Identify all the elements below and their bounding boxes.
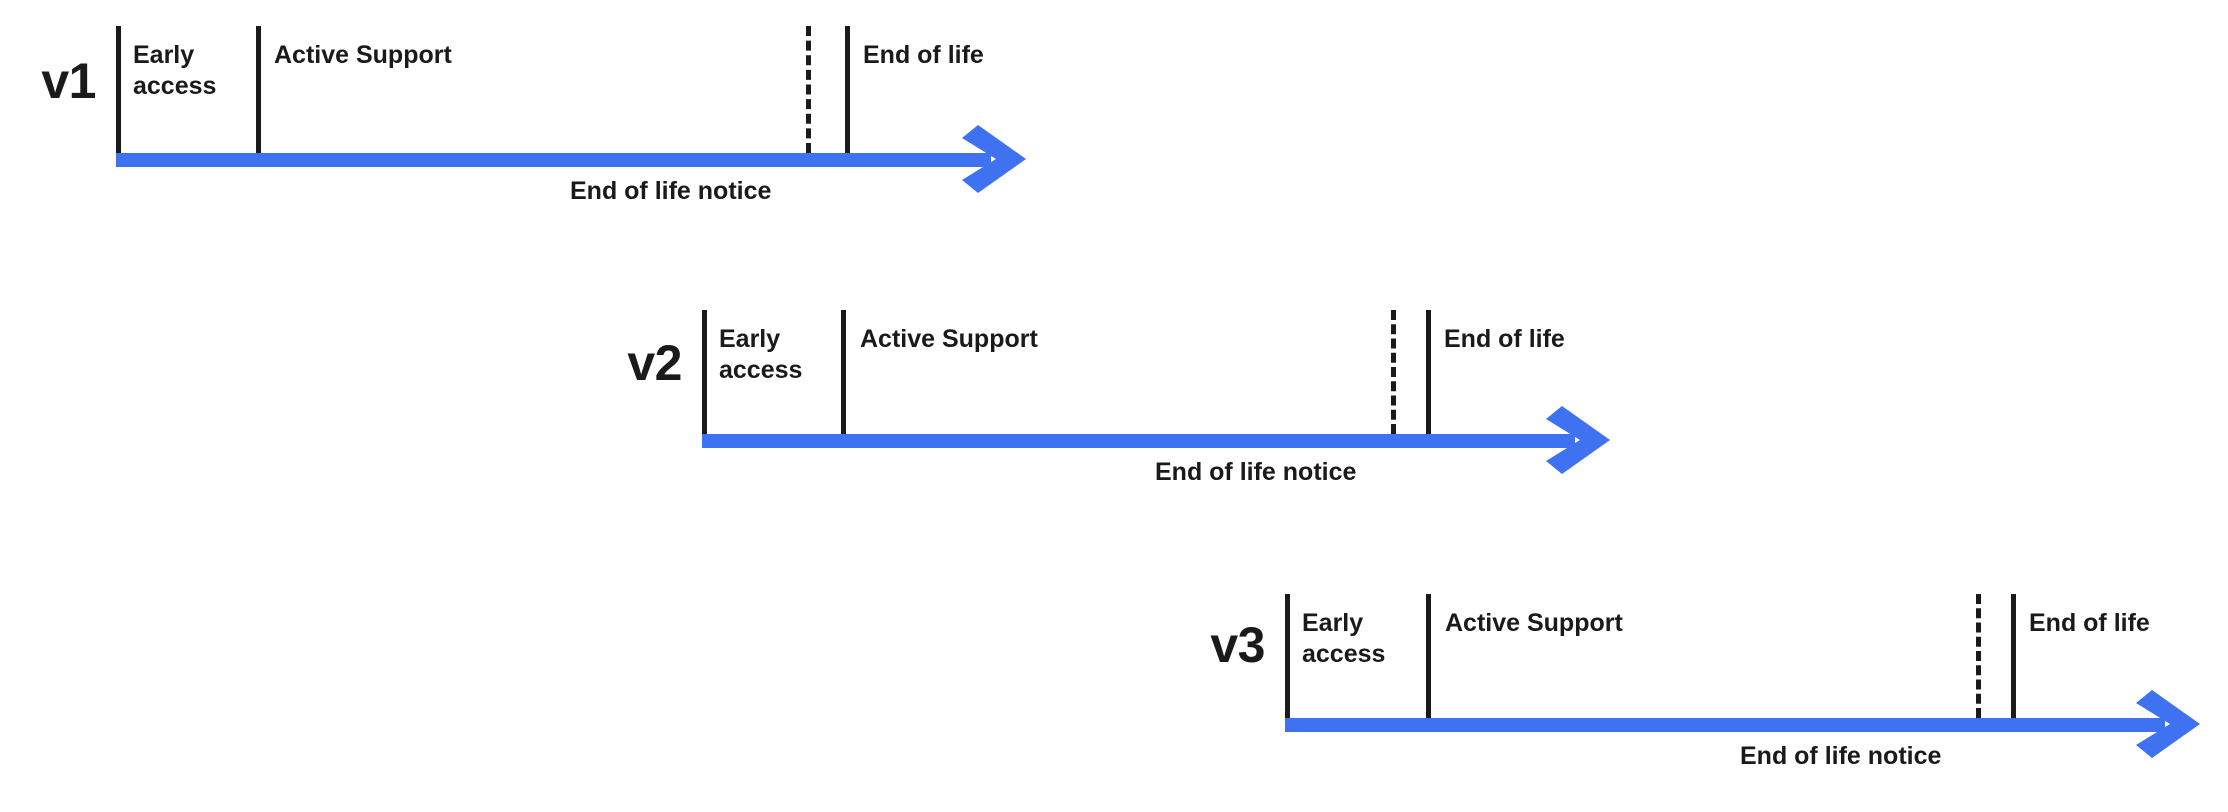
tick-v2-end-of-life-notice — [1391, 310, 1396, 434]
tick-v3-end-of-life-notice — [1976, 594, 1981, 718]
lifecycle-bar-v2 — [702, 434, 1575, 448]
tick-v3-early-access-start — [1285, 594, 1290, 718]
phase-label-v3-early-access: Early access — [1302, 609, 1386, 668]
tick-v2-early-access-start — [702, 310, 707, 434]
phase-label-v1-early-access: Early access — [133, 41, 217, 100]
tick-v2-end-of-life — [1426, 310, 1431, 434]
arrow-head-v3-icon — [2136, 690, 2206, 760]
phase-label-v1-end-of-life: End of life — [863, 41, 984, 69]
tick-v3-active-support-start — [1426, 594, 1431, 718]
phase-label-v3-active-support: Active Support — [1445, 609, 1623, 637]
tick-v1-end-of-life-notice — [806, 26, 811, 153]
tick-v1-end-of-life — [845, 26, 850, 153]
version-label-v2: v2 — [627, 335, 682, 391]
phase-label-v3-end-of-life: End of life — [2029, 609, 2150, 637]
tick-v3-end-of-life — [2011, 594, 2016, 718]
notice-label-v1: End of life notice — [570, 177, 772, 205]
phase-label-v2-end-of-life: End of life — [1444, 325, 1565, 353]
version-label-v1: v1 — [41, 53, 96, 109]
phase-label-v2-active-support: Active Support — [860, 325, 1038, 353]
notice-label-v2: End of life notice — [1155, 458, 1357, 486]
notice-label-v3: End of life notice — [1740, 742, 1942, 770]
lifecycle-bar-v3 — [1285, 718, 2165, 732]
arrow-head-v1-icon — [962, 125, 1032, 195]
arrow-head-v2-icon — [1546, 406, 1616, 476]
tick-v2-active-support-start — [841, 310, 846, 434]
tick-v1-early-access-start — [116, 26, 121, 153]
lifecycle-bar-v1 — [116, 153, 991, 167]
phase-label-v1-active-support: Active Support — [274, 41, 452, 69]
version-label-v3: v3 — [1210, 617, 1265, 673]
tick-v1-active-support-start — [256, 26, 261, 153]
phase-label-v2-early-access: Early access — [719, 325, 803, 384]
